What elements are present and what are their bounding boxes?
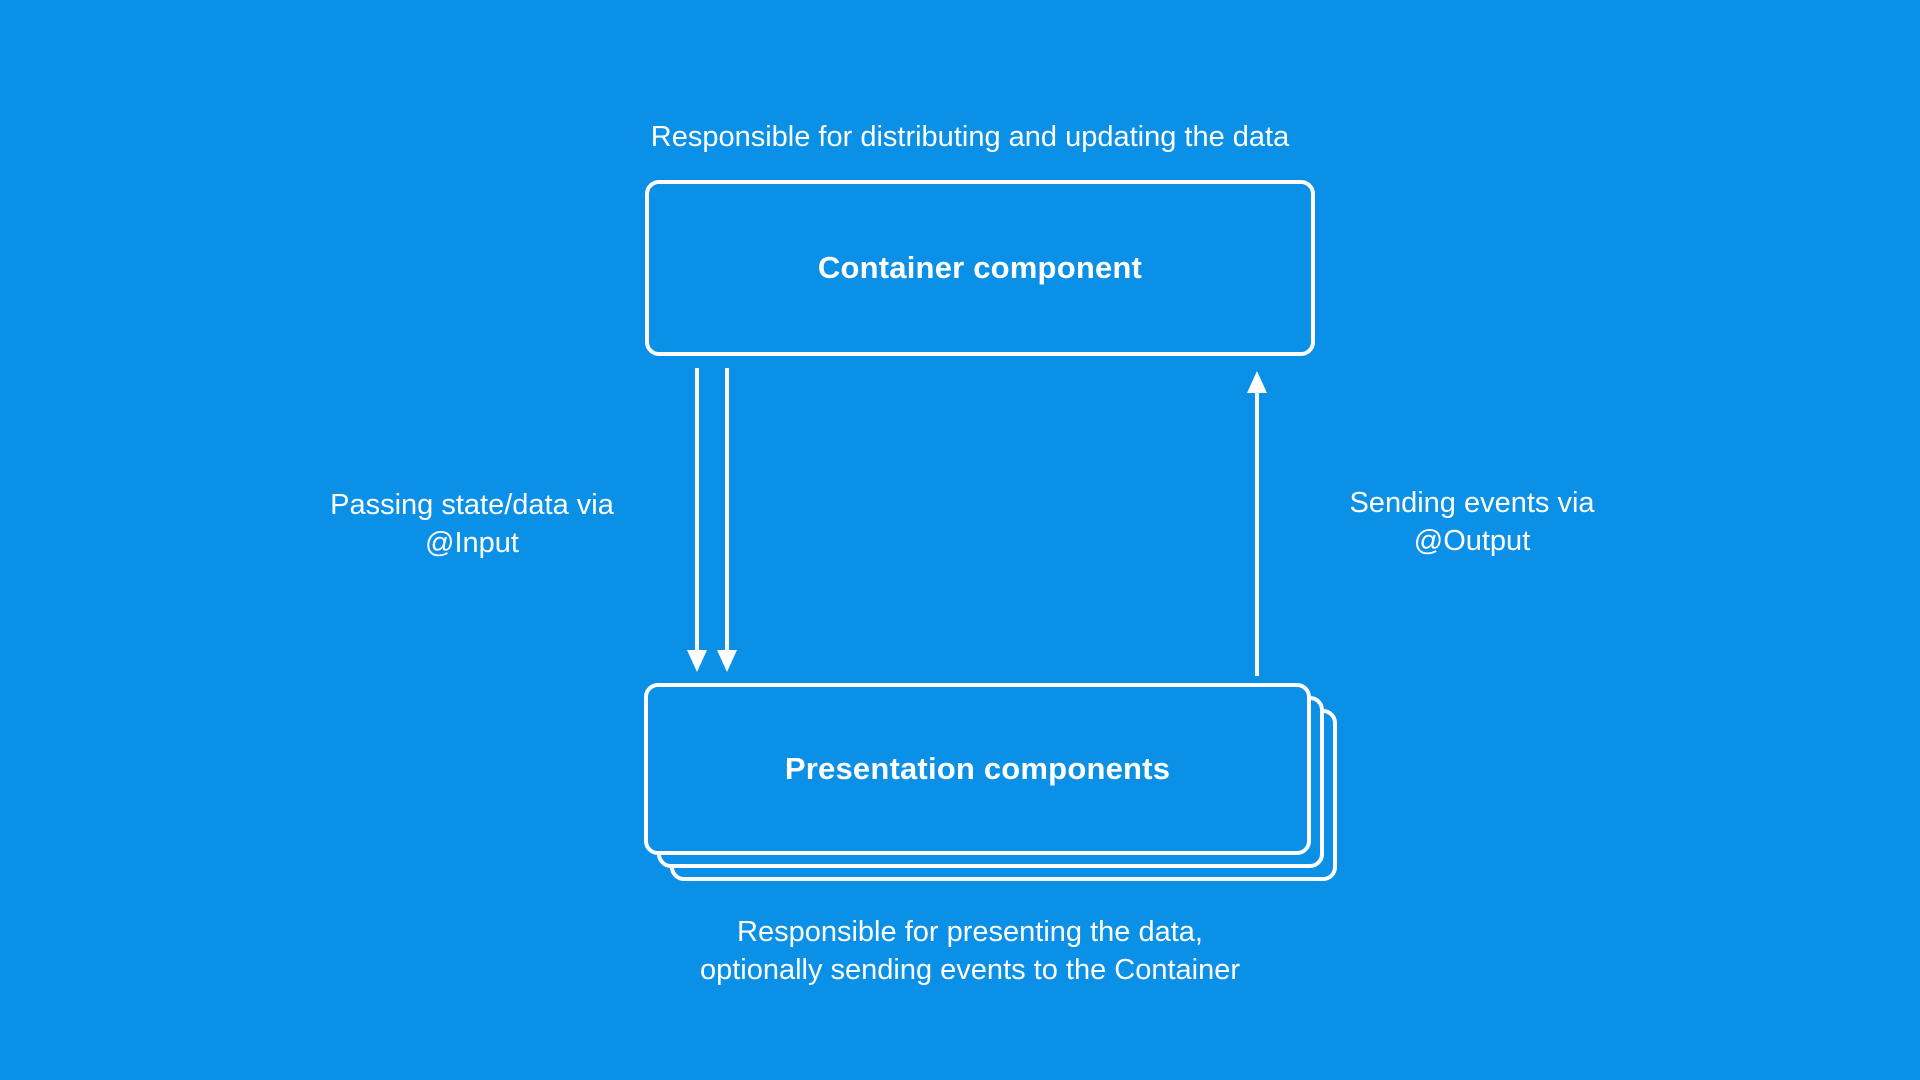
presentation-responsibility-note-line1: Responsible for presenting the data, [737, 916, 1203, 948]
down-arrow-2-icon [717, 368, 737, 672]
input-arrow-label: Passing state/data via @Input [330, 486, 614, 562]
output-arrow-label-line2: @Output [1413, 525, 1531, 557]
presentation-components-box: Presentation components [644, 683, 1311, 855]
up-arrow-icon [1247, 371, 1267, 676]
input-arrow-label-line1: Passing state/data via [330, 489, 614, 521]
presentation-components-label: Presentation components [784, 751, 1171, 786]
presentation-responsibility-note: Responsible for presenting the data, opt… [700, 913, 1240, 989]
output-arrow-label-line1: Sending events via [1349, 487, 1595, 519]
presentation-responsibility-note-line2: optionally sending events to the Contain… [699, 954, 1241, 986]
container-responsibility-note: Responsible for distributing and updatin… [650, 121, 1290, 153]
container-component-label: Container component [817, 250, 1143, 285]
input-arrow-label-line2: @Input [425, 527, 519, 559]
output-arrow-label: Sending events via @Output [1349, 484, 1594, 560]
container-component-box: Container component [645, 180, 1315, 356]
down-arrow-1-icon [687, 368, 707, 672]
